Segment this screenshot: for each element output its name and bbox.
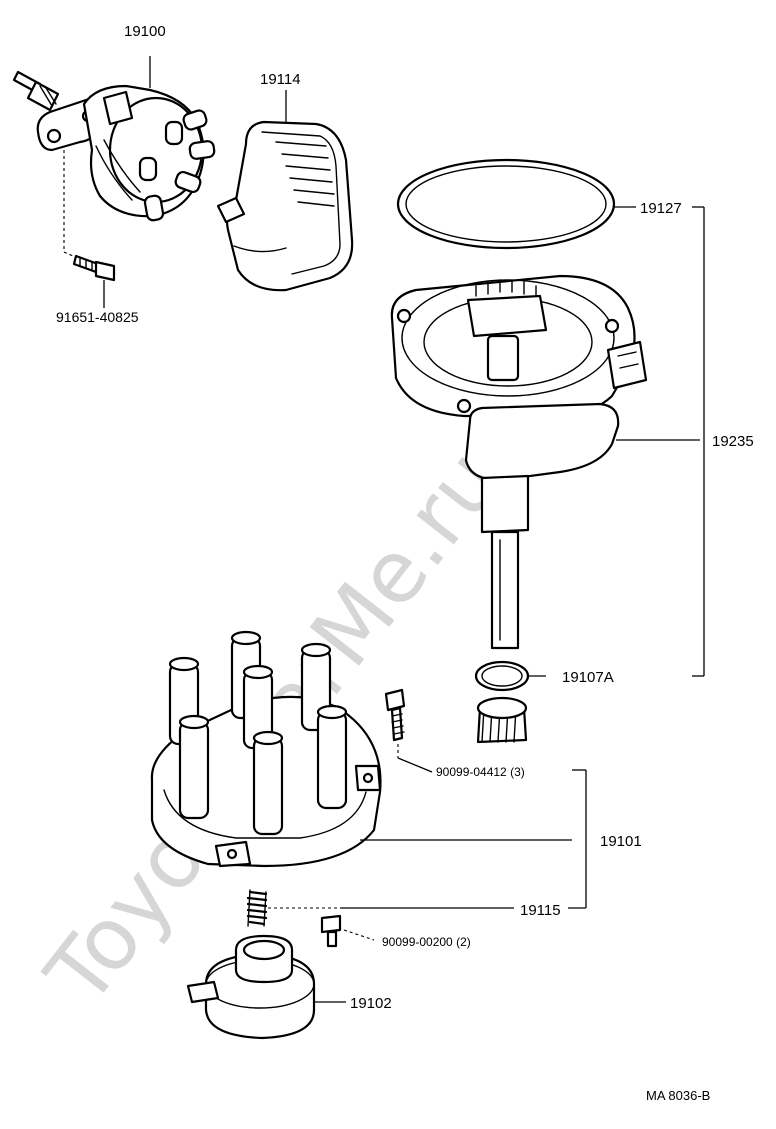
- o-ring-large-drawing: [396, 158, 616, 250]
- distributor-assembly-drawing: [12, 70, 216, 222]
- bolt-top-drawing: [72, 254, 116, 282]
- coil-cover-drawing: [216, 120, 354, 292]
- spring-drawing: [246, 889, 268, 927]
- distributor-cap-drawing: [150, 630, 382, 868]
- callout-19107A: 19107A: [562, 669, 614, 686]
- callout-90099-00200: 90099-00200 (2): [382, 935, 471, 949]
- footer-diagram-code: MA 8036-B: [646, 1088, 710, 1103]
- callout-90099-04412: 90099-04412 (3): [436, 765, 525, 779]
- rotor-drawing: [186, 934, 316, 1040]
- callout-19100: 19100: [124, 23, 166, 40]
- callout-19235: 19235: [712, 433, 754, 450]
- callout-19101: 19101: [600, 833, 642, 850]
- callout-19127: 19127: [640, 200, 682, 217]
- screw-cap-drawing: [384, 688, 406, 742]
- callout-19102: 19102: [350, 995, 392, 1012]
- screw-rotor-drawing: [320, 914, 342, 948]
- drive-gear-drawing: [476, 696, 528, 744]
- callout-91651-40825: 91651-40825: [56, 309, 139, 325]
- housing-assembly-drawing: [390, 274, 648, 650]
- callout-19115: 19115: [520, 902, 561, 919]
- callout-19114: 19114: [260, 71, 301, 88]
